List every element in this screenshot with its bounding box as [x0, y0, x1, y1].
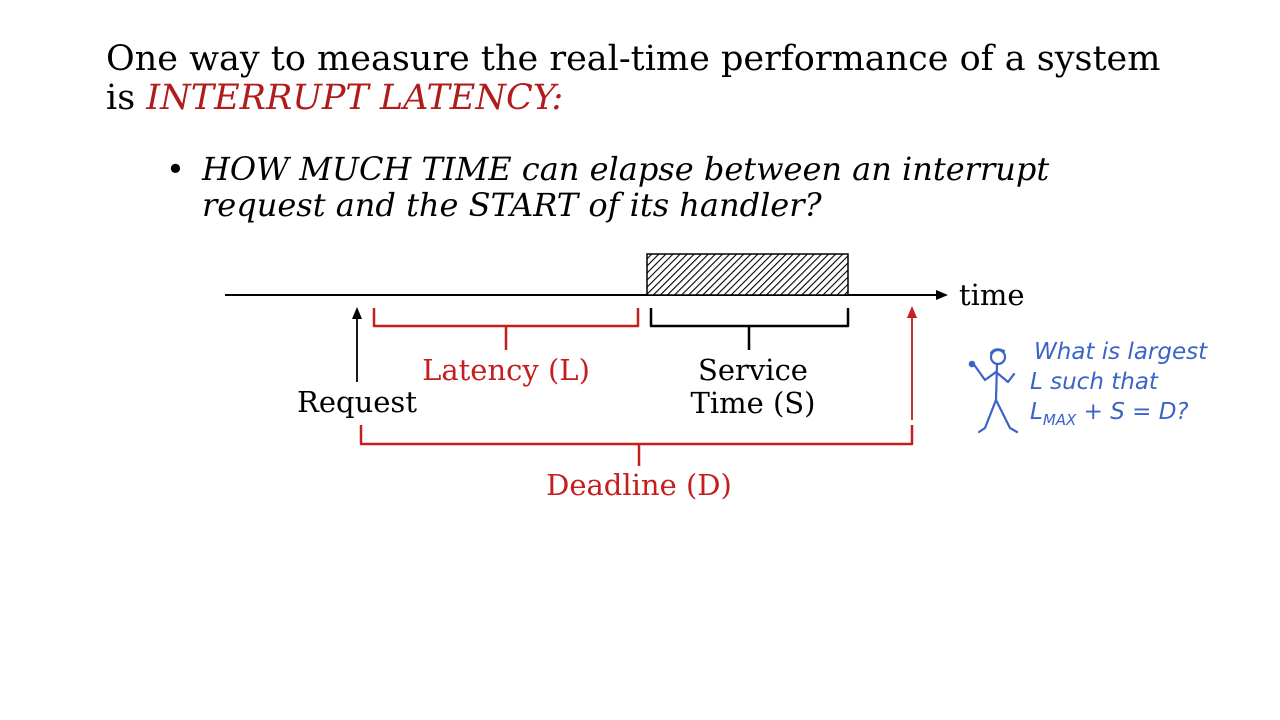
stick-figure-icon [968, 348, 1019, 434]
heading-line-1: One way to measure the real-time perform… [106, 39, 1161, 79]
bullet-line-1: HOW MUCH TIME can elapse between an inte… [202, 150, 1050, 188]
note-var-subscript: MAX [1043, 411, 1077, 429]
service-label-line-1: Service [698, 353, 808, 387]
heading-emphasis: INTERRUPT LATENCY: [146, 78, 564, 118]
note-equation-rest: + S = D? [1076, 399, 1188, 425]
question-note: What is largest L such that LMAX + S = D… [1030, 339, 1208, 429]
latency-label: Latency (L) [422, 353, 590, 387]
slide-heading: One way to measure the real-time perform… [106, 40, 1226, 118]
latency-bracket [372, 308, 640, 350]
service-block [646, 253, 849, 296]
bullet-symbol: • [166, 150, 185, 188]
service-bracket [649, 308, 850, 350]
deadline-bracket [359, 425, 914, 466]
note-line-1: What is largest [1034, 339, 1208, 365]
request-arrowhead [352, 307, 362, 319]
note-line-3: LMAX + S = D? [1030, 399, 1189, 429]
request-label: Request [297, 385, 417, 419]
deadline-arrowhead [907, 306, 917, 318]
note-line-2: L such that [1030, 369, 1159, 395]
service-label-line-2: Time (S) [691, 386, 816, 420]
bullet-line-2: request and the START of its handler? [202, 186, 822, 224]
heading-line-2: is INTERRUPT LATENCY: [106, 79, 1226, 118]
note-var-l: L [1030, 399, 1043, 425]
deadline-label: Deadline (D) [546, 468, 732, 502]
heading-line-2-prefix: is [106, 78, 147, 118]
bullet-text: HOW MUCH TIME can elapse between an inte… [202, 151, 1162, 223]
time-axis-arrowhead [936, 290, 948, 300]
time-axis-label: time [959, 278, 1025, 312]
